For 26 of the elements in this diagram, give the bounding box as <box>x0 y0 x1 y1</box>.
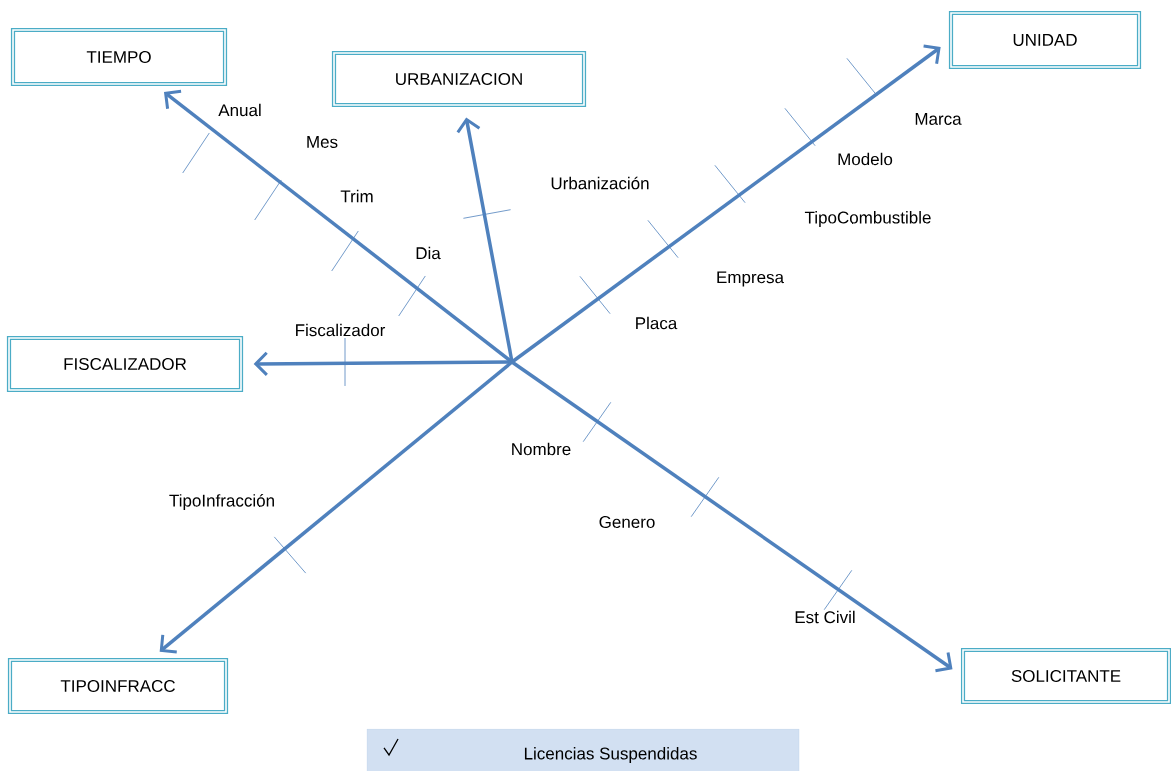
dimension-box: UNIDAD <box>948 10 1142 70</box>
dimension-box: URBANIZACION <box>331 50 587 108</box>
dimension-box: TIPOINFRACC <box>7 657 229 715</box>
attribute-label: TipoInfracción <box>169 494 274 510</box>
attribute-label: Placa <box>636 316 678 330</box>
attribute-label: Empresa <box>717 271 784 287</box>
arrow <box>511 360 953 673</box>
attribute-label: Nombre <box>512 442 571 456</box>
attribute-label: Modelo <box>838 152 893 166</box>
arrow <box>456 117 514 363</box>
attribute-label: Urbanización <box>551 176 649 190</box>
attribute-label: Marca <box>915 113 962 125</box>
dimension-box: SOLICITANTE <box>960 647 1171 705</box>
attribute-label: Est Civil <box>795 610 855 624</box>
attribute-label: Mes <box>307 136 338 148</box>
attribute-label: Genero <box>599 516 655 528</box>
attribute-label: Dia <box>416 246 441 260</box>
dimension-box: FISCALIZADOR <box>6 335 244 393</box>
attribute-label: TipoCombustible <box>804 211 931 227</box>
arrow <box>159 360 514 654</box>
dimension-box: TIEMPO <box>10 27 228 87</box>
attribute-label: Trim <box>340 189 373 203</box>
attribute-label: Fiscalizador <box>296 323 386 337</box>
attribute-label: Anual <box>218 103 261 117</box>
fact-box: Licencias Suspendidas <box>366 728 800 771</box>
arrow <box>510 44 941 364</box>
